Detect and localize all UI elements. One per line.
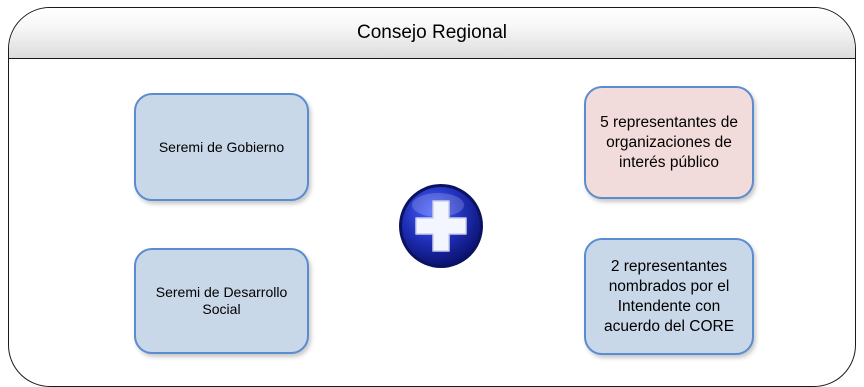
panel-title: Consejo Regional [9, 8, 855, 59]
plus-icon [399, 184, 483, 268]
seremi-desarrollo-social-box: Seremi de Desarrollo Social [134, 248, 309, 354]
representantes-interes-publico-box: 5 representantes de organizaciones de in… [584, 86, 754, 199]
representantes-intendente-box: 2 representantes nombrados por el Intend… [584, 238, 754, 355]
seremi-gobierno-box: Seremi de Gobierno [134, 93, 309, 201]
